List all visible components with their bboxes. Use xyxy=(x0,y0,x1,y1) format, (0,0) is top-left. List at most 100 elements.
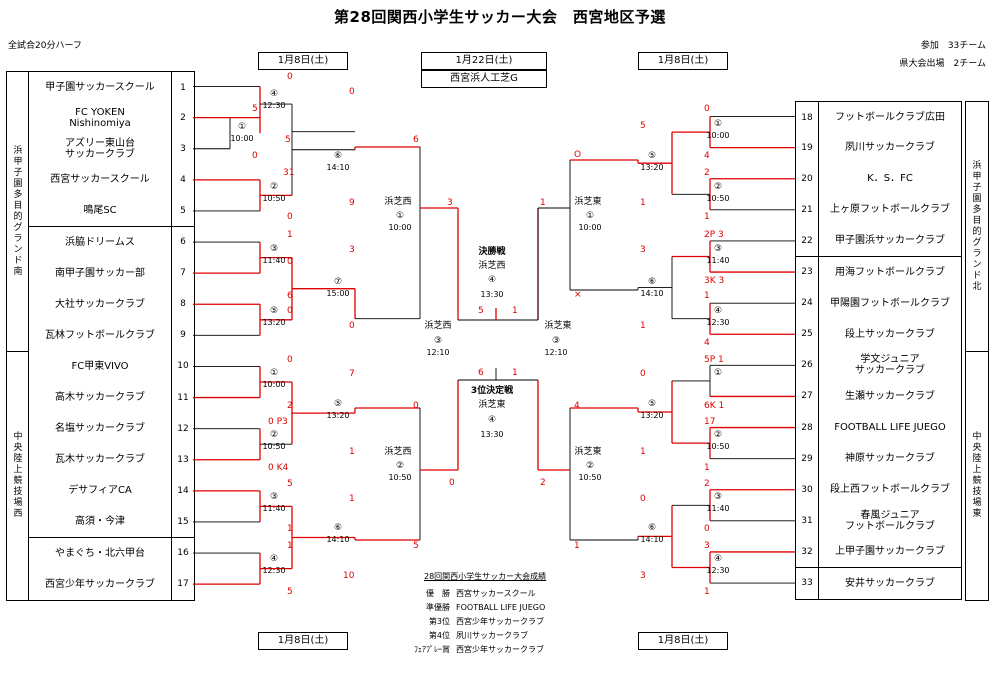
score: 0 K4 xyxy=(268,463,289,473)
score: 1 xyxy=(349,447,355,457)
result-team: 西宮サッカースクール xyxy=(456,589,536,598)
team-number: 32 xyxy=(795,536,819,569)
match-time: 12:30 xyxy=(706,566,730,575)
match-number: ④ xyxy=(713,554,723,564)
team-number: 24 xyxy=(795,287,819,320)
score: × xyxy=(574,290,582,300)
score: 1 xyxy=(287,524,293,534)
match-number: ③ xyxy=(433,336,443,346)
score: 6 xyxy=(478,368,484,378)
score: 3 xyxy=(704,541,710,551)
venue-right-top-label: 浜甲子園多目的グランド北 xyxy=(972,161,982,292)
match-number: ④ xyxy=(713,306,723,316)
match-time: 12:30 xyxy=(262,566,286,575)
score: 5 xyxy=(287,587,293,597)
match-winner: 浜芝西 xyxy=(424,321,452,331)
match-number: ③ xyxy=(269,492,279,502)
match-number: ⑦ xyxy=(333,277,343,287)
score: 1 xyxy=(704,463,710,473)
match-winner: 浜芝東 xyxy=(574,447,602,457)
match-number: ⑤ xyxy=(333,399,343,409)
team-number: 27 xyxy=(795,380,819,413)
match-time: 13:20 xyxy=(640,163,664,172)
match-time: 10:50 xyxy=(262,194,286,203)
date-bottom-right: 1月8日(土) xyxy=(638,632,728,650)
match-time: 11:40 xyxy=(706,504,730,513)
score: 1 xyxy=(287,541,293,551)
score: 3 xyxy=(349,245,355,255)
score: 5 xyxy=(413,541,419,551)
score: 1 xyxy=(512,306,518,316)
final-time: 13:30 xyxy=(480,290,504,299)
score: 31 xyxy=(283,168,295,178)
score: 2P 3 xyxy=(704,230,724,240)
match-winner: 浜芝東 xyxy=(574,197,602,207)
score: 4 xyxy=(574,401,580,411)
score: 1 xyxy=(640,321,646,331)
match-time: 13:20 xyxy=(640,411,664,420)
score: 9 xyxy=(349,198,355,208)
match-number: ⑥ xyxy=(647,523,657,533)
score: 5 xyxy=(287,479,293,489)
score: 1 xyxy=(574,541,580,551)
match-time: 10:00 xyxy=(262,380,286,389)
match-time: 10:50 xyxy=(262,442,286,451)
team-number: 31 xyxy=(795,505,819,538)
team-name: FC甲東VIVO xyxy=(28,350,172,383)
match-winner: 浜芝東 xyxy=(544,321,572,331)
score: 1 xyxy=(704,212,710,222)
date-top-left: 1月8日(土) xyxy=(258,52,348,70)
score: 0 xyxy=(704,524,710,534)
result-rank: 第3位 xyxy=(428,617,450,626)
score: 0 xyxy=(287,306,293,316)
team-name: 学文ジュニア サッカークラブ xyxy=(818,349,962,382)
match-winner: 浜芝西 xyxy=(384,447,412,457)
team-name: 瓦木サッカークラブ xyxy=(28,444,172,477)
match-time: 14:10 xyxy=(326,535,350,544)
match-format: 全試合20分ハーフ xyxy=(8,41,82,51)
score: 6 xyxy=(287,291,293,301)
match-number: ③ xyxy=(551,336,561,346)
match-number: ⑤ xyxy=(269,306,279,316)
match-number: ① xyxy=(237,122,247,132)
team-name: 瓦林フットボールクラブ xyxy=(28,319,172,352)
venue-left-bottom: 中央陸上競技場西 xyxy=(6,351,30,601)
match-number: ① xyxy=(713,119,723,129)
score: 0 P3 xyxy=(268,417,288,427)
match-number: ① xyxy=(585,211,595,221)
match-time: 15:00 xyxy=(326,289,350,298)
match-time: 10:00 xyxy=(578,223,602,232)
match-number: ① xyxy=(395,211,405,221)
third-label: 3位決定戦 xyxy=(470,386,514,396)
score: 6 xyxy=(413,135,419,145)
score: 2 xyxy=(540,478,546,488)
match-time: 10:50 xyxy=(706,194,730,203)
venue-top-center: 西宮浜人工芝G xyxy=(421,70,547,88)
match-number: ③ xyxy=(269,244,279,254)
team-name: 西宮サッカースクール xyxy=(28,164,172,197)
match-time: 10:00 xyxy=(388,223,412,232)
score: 0 xyxy=(287,212,293,222)
team-name: 段上サッカークラブ xyxy=(818,318,962,351)
result-team: 西宮少年サッカークラブ xyxy=(456,617,544,626)
score: 2 xyxy=(287,401,293,411)
match-time: 11:40 xyxy=(262,504,286,513)
score: 1 xyxy=(512,368,518,378)
match-number: ① xyxy=(269,368,279,378)
team-name: 南甲子園サッカー部 xyxy=(28,257,172,290)
match-time: 10:50 xyxy=(706,442,730,451)
score: 5 xyxy=(285,135,291,145)
final-no: ④ xyxy=(487,275,497,285)
match-time: 11:40 xyxy=(262,256,286,265)
team-name: 夙川サッカークラブ xyxy=(818,132,962,165)
team-name: 上ヶ原フットボールクラブ xyxy=(818,194,962,227)
qualifiers: 県大会出場 2チーム xyxy=(899,59,986,69)
score: 2 xyxy=(704,479,710,489)
score: 4 xyxy=(704,151,710,161)
match-time: 10:00 xyxy=(230,134,254,143)
score: 3 xyxy=(640,571,646,581)
team-name: アズリー東山台 サッカークラブ xyxy=(28,133,172,166)
score: 0 xyxy=(349,87,355,97)
team-name: 上甲子園サッカークラブ xyxy=(818,536,962,569)
match-time: 14:10 xyxy=(640,535,664,544)
